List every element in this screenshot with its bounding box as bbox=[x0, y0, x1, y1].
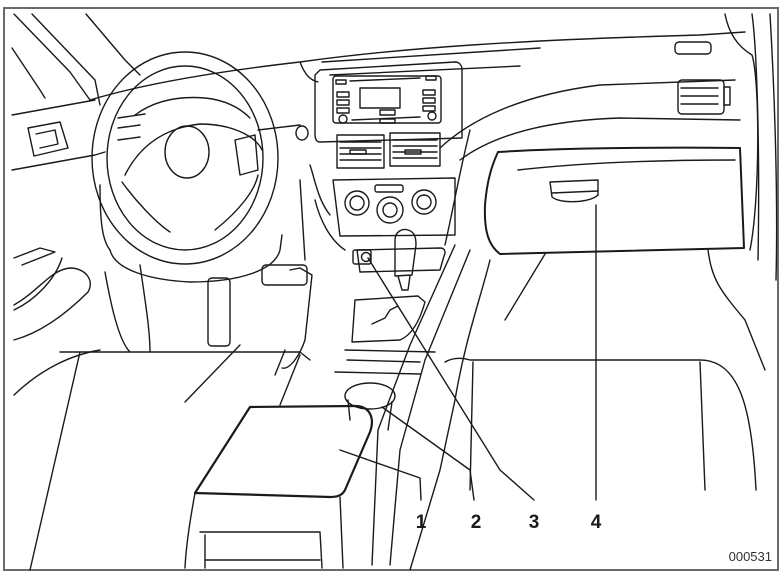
glove-box bbox=[483, 146, 745, 255]
cup-holder bbox=[344, 382, 396, 431]
callout-label-3: 3 bbox=[528, 512, 540, 533]
callout-label-4: 4 bbox=[590, 512, 602, 533]
gear-shifter bbox=[351, 228, 446, 343]
callout-label-2: 2 bbox=[470, 512, 482, 533]
accessory-power-outlet bbox=[352, 249, 372, 265]
driver-seat bbox=[29, 351, 311, 571]
passenger-seat bbox=[444, 253, 757, 491]
windshield-pillar-lines bbox=[11, 13, 141, 106]
audio-unit bbox=[314, 61, 463, 143]
dashboard-outline bbox=[11, 31, 746, 171]
callout-label-1: 1 bbox=[415, 512, 427, 533]
leader-line-1 bbox=[339, 449, 422, 501]
left-door-handle bbox=[27, 121, 69, 157]
left-door-panel bbox=[13, 247, 101, 396]
right-door-pillar bbox=[707, 13, 778, 371]
console-armrest-lid bbox=[193, 404, 373, 499]
climate-control-knobs bbox=[314, 129, 471, 251]
steering-column bbox=[99, 164, 331, 283]
callout-leader-lines bbox=[339, 204, 597, 501]
passenger-dash-contours bbox=[439, 41, 741, 161]
center-air-vents bbox=[336, 132, 441, 169]
steering-wheel bbox=[91, 51, 309, 265]
pedals bbox=[104, 264, 308, 353]
console-body bbox=[184, 344, 344, 569]
leader-line-2 bbox=[381, 406, 475, 501]
figure-frame bbox=[3, 7, 779, 571]
parking-brake-lever bbox=[274, 267, 313, 376]
center-console-sides bbox=[334, 244, 491, 571]
leader-line-3 bbox=[367, 257, 535, 501]
figure-id-label: 000531 bbox=[728, 549, 772, 564]
